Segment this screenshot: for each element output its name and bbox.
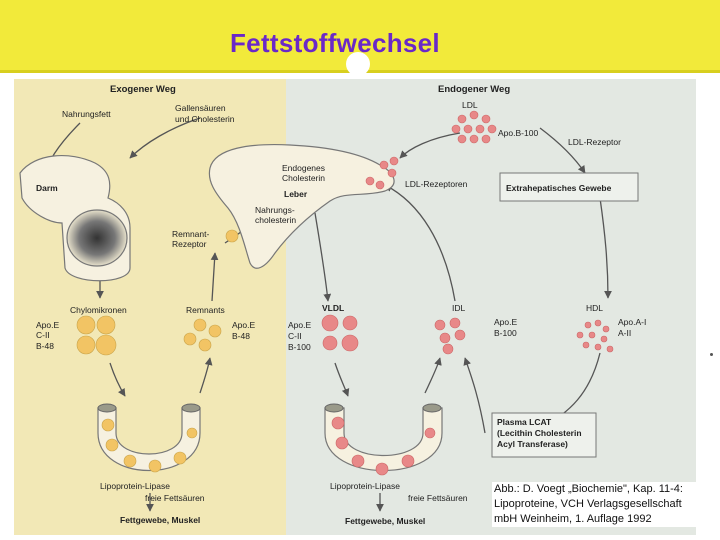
capillary-right-particles bbox=[331, 416, 436, 476]
label-nahrungscholesterin: Nahrungs- bbox=[255, 205, 295, 215]
label-vldl-apo-b100: B-100 bbox=[288, 342, 311, 352]
label-remnant-rezeptor-2: Rezeptor bbox=[172, 239, 207, 249]
label-nahrungscholesterin-2: cholesterin bbox=[255, 215, 296, 225]
exogenous-panel-edge bbox=[0, 79, 14, 535]
endogenous-pathway-title: Endogener Weg bbox=[438, 84, 510, 95]
label-chylo-apo-b48: B-48 bbox=[36, 341, 54, 351]
label-plasma-lcat-3: Acyl Transferase) bbox=[497, 439, 568, 449]
label-remnant-apo-e: Apo.E bbox=[232, 320, 255, 330]
label-vldl-apo-c2: C-II bbox=[288, 331, 302, 341]
endogenous-panel bbox=[286, 79, 696, 535]
label-lipase-right: Lipoprotein-Lipase bbox=[330, 481, 400, 491]
label-chylomikronen: Chylomikronen bbox=[70, 305, 127, 315]
vldl-particles bbox=[321, 314, 359, 352]
label-chylo-apo-e: Apo.E bbox=[36, 320, 59, 330]
label-ldl-rezeptor: LDL-Rezeptor bbox=[568, 137, 621, 147]
label-gallensaeuren: Gallensäuren bbox=[175, 103, 226, 113]
arrow-chylomikronen-lipase bbox=[109, 362, 126, 397]
label-plasma-lcat-2: (Lecithin Cholesterin bbox=[497, 428, 582, 438]
extrahepatic-tissue-box bbox=[499, 172, 639, 202]
label-chylo-apo-c2: C-II bbox=[36, 330, 50, 340]
label-fettgewebe-right: Fettgewebe, Muskel bbox=[345, 516, 425, 526]
label-remnant-apo-b48: B-48 bbox=[232, 331, 250, 341]
hdl-particles bbox=[576, 319, 614, 353]
liver-illustration bbox=[208, 144, 395, 269]
chylomicron-particles bbox=[76, 315, 117, 356]
label-ldl: LDL bbox=[462, 100, 478, 110]
label-hdl: HDL bbox=[586, 303, 603, 313]
label-apo-b100: Apo.B-100 bbox=[498, 128, 538, 138]
figure-caption: Abb.: D. Voegt „Biochemie", Kap. 11-4: L… bbox=[492, 482, 716, 527]
label-endogenes-cholesterin: Endogenes bbox=[282, 163, 325, 173]
label-vldl-apo-e: Apo.E bbox=[288, 320, 311, 330]
label-idl-apo-b100: B-100 bbox=[494, 328, 517, 338]
lipid-metabolism-diagram: Exogener Weg Endogener Weg Nahrungsfett … bbox=[0, 79, 696, 535]
capillary-right bbox=[324, 403, 443, 471]
label-endogenes-cholesterin-2: Cholesterin bbox=[282, 173, 325, 183]
stray-dot bbox=[710, 353, 713, 356]
label-plasma-lcat: Plasma LCAT bbox=[497, 417, 552, 427]
label-hdl-apo-a2: A-II bbox=[618, 328, 631, 338]
capillary-left bbox=[97, 403, 201, 471]
arrow-vldl-lipase bbox=[334, 362, 350, 397]
idl-particles bbox=[434, 317, 466, 355]
label-darm: Darm bbox=[36, 183, 58, 193]
label-idl-apo-e: Apo.E bbox=[494, 317, 517, 327]
label-remnants: Remnants bbox=[186, 305, 225, 315]
arrow-leber-vldl bbox=[314, 212, 332, 302]
label-leber: Leber bbox=[284, 189, 308, 199]
caption-line-3: mbH Weinheim, 1. Auflage 1992 bbox=[494, 513, 652, 525]
caption-line-1: Abb.: D. Voegt „Biochemie", Kap. 11-4: bbox=[494, 483, 683, 495]
intestine-cross-section bbox=[66, 209, 128, 267]
label-idl: IDL bbox=[452, 303, 466, 313]
label-vldl: VLDL bbox=[322, 303, 344, 313]
arrow-lcat-idl bbox=[463, 357, 486, 434]
title-decoration-dot bbox=[346, 52, 370, 76]
label-fettsaeuren-right: freie Fettsäuren bbox=[408, 493, 468, 503]
arrow-remnants-rezeptor bbox=[210, 252, 219, 302]
capillary-left-particles bbox=[101, 418, 198, 473]
arrow-gallensaeuren-darm bbox=[129, 117, 201, 159]
label-fettsaeuren-left: freie Fettsäuren bbox=[145, 493, 205, 503]
label-ldl-rezeptoren: LDL-Rezeptoren bbox=[405, 179, 468, 189]
arrow-lipase-remnants bbox=[199, 357, 213, 394]
label-gallensaeuren-2: und Cholesterin bbox=[175, 114, 235, 124]
particles bbox=[76, 110, 614, 476]
label-remnant-rezeptor: Remnant- bbox=[172, 229, 209, 239]
arrow-lipase-idl bbox=[424, 357, 442, 394]
arrow-idl-leber bbox=[384, 184, 456, 302]
plasma-lcat-box bbox=[491, 412, 597, 458]
arrow-ldl-leber bbox=[399, 132, 461, 159]
liver-ldl-particles bbox=[365, 156, 399, 190]
ldl-particles bbox=[451, 110, 497, 144]
arrow-ldl-extrahepatisch bbox=[539, 127, 586, 174]
remnant-receptor-particle bbox=[225, 229, 239, 243]
arrow-extrahepatisch-hdl bbox=[599, 197, 612, 299]
exogenous-pathway-title: Exogener Weg bbox=[110, 84, 176, 95]
label-hdl-apo-a1: Apo.A-I bbox=[618, 317, 646, 327]
label-lipase-left: Lipoprotein-Lipase bbox=[100, 481, 170, 491]
label-fettgewebe-left: Fettgewebe, Muskel bbox=[120, 515, 200, 525]
slide-title: Fettstoffwechsel bbox=[230, 28, 440, 58]
label-extrahepatisch: Extrahepatisches Gewebe bbox=[506, 183, 612, 193]
remnant-particles bbox=[183, 318, 222, 352]
label-nahrungsfett: Nahrungsfett bbox=[62, 109, 111, 119]
caption-line-2: Lipoproteine, VCH Verlagsgesellschaft bbox=[494, 498, 682, 510]
intestine-illustration bbox=[19, 154, 131, 282]
